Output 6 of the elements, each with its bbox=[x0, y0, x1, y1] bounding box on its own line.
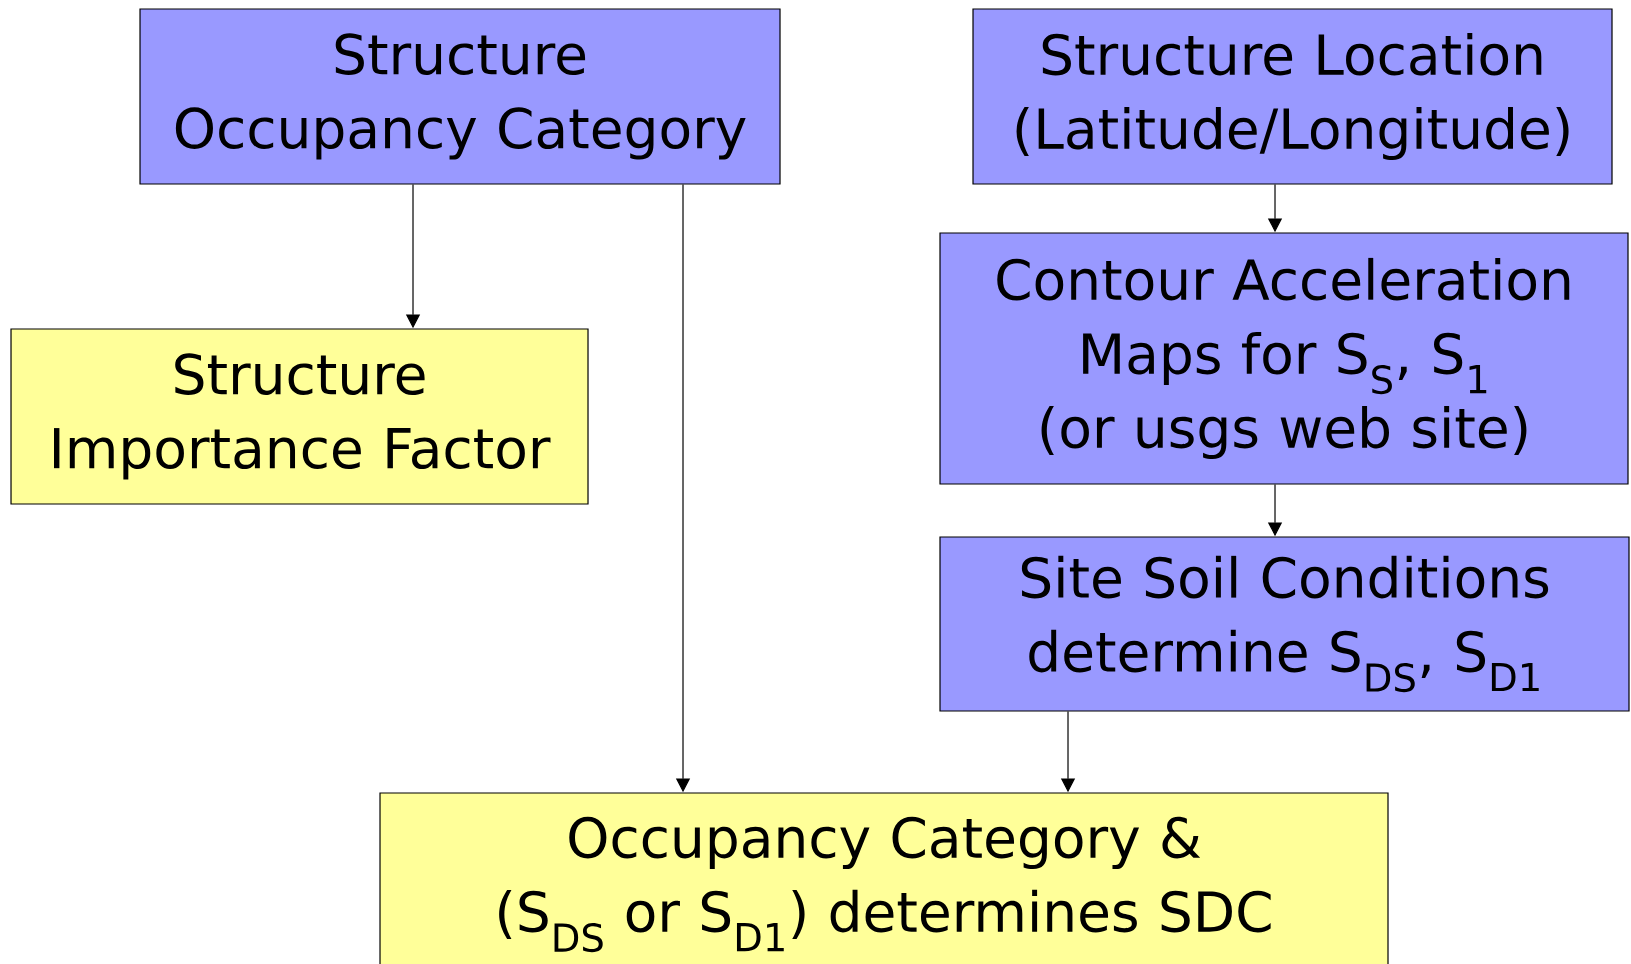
result-box: Occupancy Category & (S$_{DS}$ or S$_{D1}$) determines SDC bbox=[379, 792, 1389, 964]
result-box: Structure Importance Factor bbox=[10, 328, 589, 505]
category-box: Structure Occupancy Category bbox=[139, 8, 781, 185]
process-box: Site Soil Conditions determine S$_{DS}$, S$_{D1}$ bbox=[939, 536, 1630, 712]
input-box: Structure Location (Latitude/Longitude) bbox=[972, 8, 1613, 185]
process-box: Contour Acceleration Maps for S$_{S}$, S$_{1}$ (or usgs web site) bbox=[939, 232, 1629, 485]
